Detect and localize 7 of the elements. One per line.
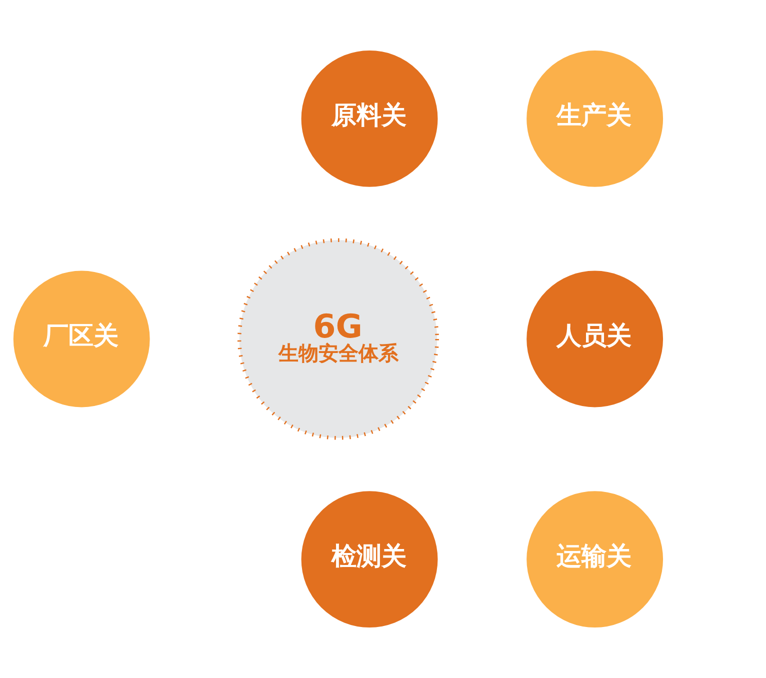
- node-circle: 6G 生物安全体系: [236, 238, 438, 440]
- node-circle: 运输关: [526, 491, 663, 628]
- node-circle: 检测关: [300, 491, 438, 628]
- node-circle: 原料关: [300, 50, 438, 187]
- node-circle: 生产关: [526, 50, 663, 187]
- node-circle: 厂区关: [12, 270, 150, 408]
- node-circle: 人员关: [526, 270, 663, 408]
